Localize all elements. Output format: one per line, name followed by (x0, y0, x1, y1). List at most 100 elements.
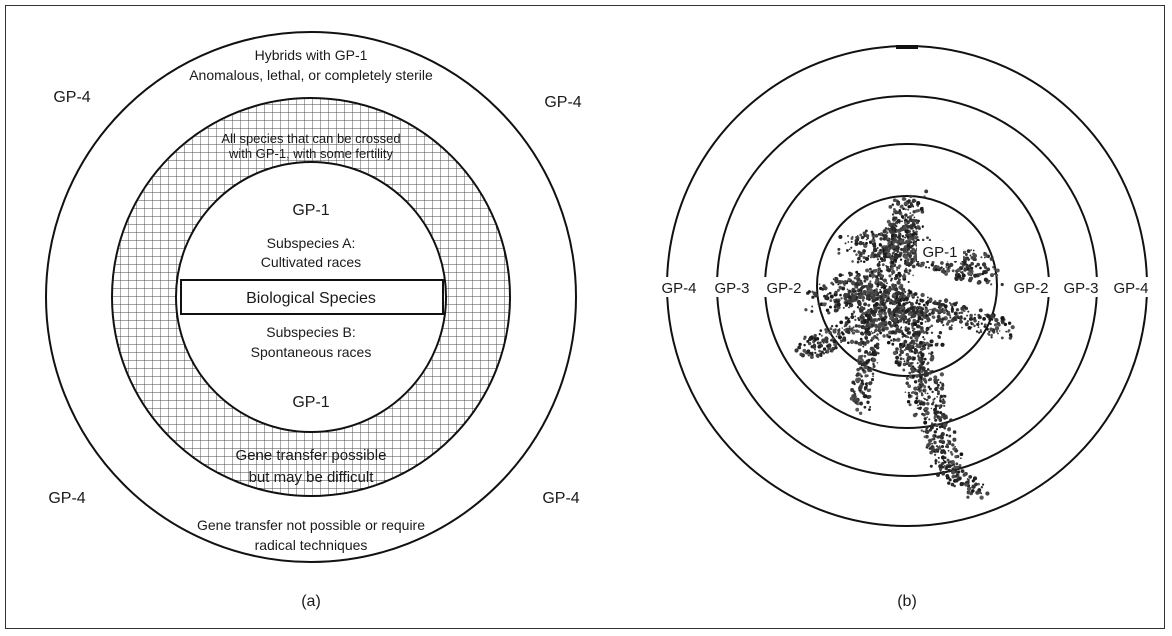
blob-speck (893, 241, 896, 244)
blob-speck (877, 317, 880, 321)
blob-speck (892, 231, 895, 234)
blob-speck (947, 449, 950, 452)
blob-speck (943, 394, 947, 398)
blob-speck (967, 325, 972, 330)
blob-speck (859, 305, 864, 310)
blob-speck (880, 286, 883, 289)
blob-speck (993, 268, 996, 271)
blob-speck (938, 418, 943, 422)
blob-speck (837, 283, 840, 286)
blob-speck (826, 344, 829, 348)
blob-speck (909, 341, 913, 345)
blob-speck (854, 324, 859, 328)
gp1-label: GP-1 (922, 244, 957, 261)
blob-speck (860, 253, 862, 256)
blob-speck (862, 256, 866, 260)
blob-speck (972, 249, 975, 252)
blob-speck (844, 304, 848, 307)
blob-speck (906, 346, 909, 349)
blob-speck (929, 308, 931, 311)
blob-speck (853, 311, 855, 314)
blob-speck (876, 262, 881, 267)
blob-speck (887, 297, 890, 300)
blob-speck (864, 374, 868, 378)
blob-speck (961, 273, 966, 278)
blob-speck (887, 335, 892, 339)
blob-speck (884, 301, 887, 304)
blob-speck (912, 357, 916, 361)
blob-speck (880, 317, 886, 322)
blob-speck (937, 456, 940, 459)
blob-speck (899, 305, 905, 310)
blob-speck (855, 378, 860, 382)
blob-speck (899, 327, 902, 330)
blob-speck (964, 253, 968, 256)
gp3-label-right: GP-3 (1063, 280, 1098, 297)
blob-speck (886, 333, 889, 337)
blob-speck (1003, 322, 1008, 327)
gp4-label-left: GP-4 (661, 280, 696, 297)
blob-speck (921, 263, 924, 266)
blob-speck (951, 474, 956, 479)
blob-speck (896, 268, 899, 271)
blob-speck (958, 463, 962, 467)
blob-speck (916, 362, 919, 365)
blob-speck (911, 368, 916, 374)
blob-speck (886, 237, 890, 241)
blob-speck (990, 318, 994, 321)
blob-speck (995, 273, 999, 277)
blob-speck (906, 235, 910, 239)
blob-speck (894, 291, 899, 296)
blob-speck (879, 282, 884, 287)
blob-speck (926, 260, 929, 264)
blob-speck (857, 301, 862, 305)
blob-speck (977, 482, 980, 486)
blob-speck (905, 301, 908, 305)
blob-speck (908, 301, 911, 304)
blob-speck (957, 316, 960, 320)
gp2-label-right: GP-2 (1013, 280, 1048, 297)
blob-speck (952, 430, 957, 434)
blob-speck (847, 317, 850, 320)
blob-speck (889, 231, 893, 234)
blob-speck (810, 309, 814, 313)
blob-speck (933, 414, 938, 419)
blob-speck (949, 303, 953, 307)
blob-speck (847, 299, 852, 303)
blob-speck (936, 395, 938, 398)
blob-speck (906, 400, 911, 404)
blob-speck (838, 273, 843, 277)
blob-speck (813, 338, 817, 342)
blob-speck (945, 434, 949, 437)
blob-speck (806, 339, 810, 343)
blob-speck (859, 233, 863, 237)
blob-speck (891, 254, 894, 257)
blob-speck (798, 342, 802, 347)
blob-speck (906, 343, 910, 347)
blob-speck (941, 383, 945, 387)
hatched-bottom-line-2: but may be difficult (249, 469, 375, 486)
blob-speck (916, 296, 919, 299)
blob-speck (946, 310, 949, 313)
blob-speck (876, 333, 879, 336)
blob-speck (897, 302, 901, 306)
blob-speck (973, 316, 977, 320)
blob-speck (905, 239, 908, 243)
blob-speck (958, 319, 963, 324)
blob-speck (949, 316, 952, 319)
blob-speck (857, 294, 862, 299)
blob-speck (940, 394, 943, 397)
blob-speck (979, 329, 982, 332)
blob-speck (940, 455, 946, 460)
blob-speck (851, 235, 854, 239)
blob-speck (1007, 330, 1010, 333)
blob-speck (875, 288, 878, 291)
blob-speck (932, 315, 936, 319)
blob-speck (899, 348, 902, 351)
blob-speck (848, 325, 851, 328)
blob-speck (859, 366, 863, 370)
blob-speck (813, 348, 817, 351)
blob-speck (932, 301, 936, 305)
blob-speck (840, 331, 844, 334)
blob-speck (912, 274, 914, 277)
